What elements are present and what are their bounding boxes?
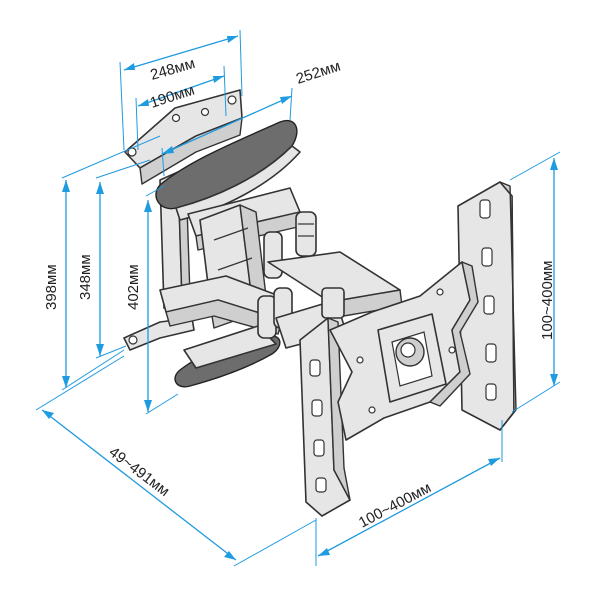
dimension-348: 348мм [77, 159, 151, 359]
lower-arm [159, 275, 293, 388]
dimension-398: 398мм [43, 135, 161, 391]
dimension-vesa-vertical: 100~400мм [509, 151, 561, 413]
dimension-252-label: 252мм [294, 58, 343, 88]
dimension-extension: 49~491мм [35, 355, 317, 567]
dimension-248-label: 248мм [148, 55, 197, 84]
dimension-348-label: 348мм [77, 254, 94, 300]
dimension-398-label: 398мм [43, 264, 60, 310]
tv-plate [299, 181, 517, 517]
dimension-402-label: 402мм [125, 264, 142, 310]
mount-illustration [123, 89, 517, 517]
dimension-402: 402мм [125, 185, 179, 415]
dimension-vesa-vertical-label: 100~400мм [539, 261, 556, 340]
dimension-extension-label: 49~491мм [106, 444, 173, 500]
dimension-vesa-horizontal-label: 100~400мм [356, 479, 434, 531]
